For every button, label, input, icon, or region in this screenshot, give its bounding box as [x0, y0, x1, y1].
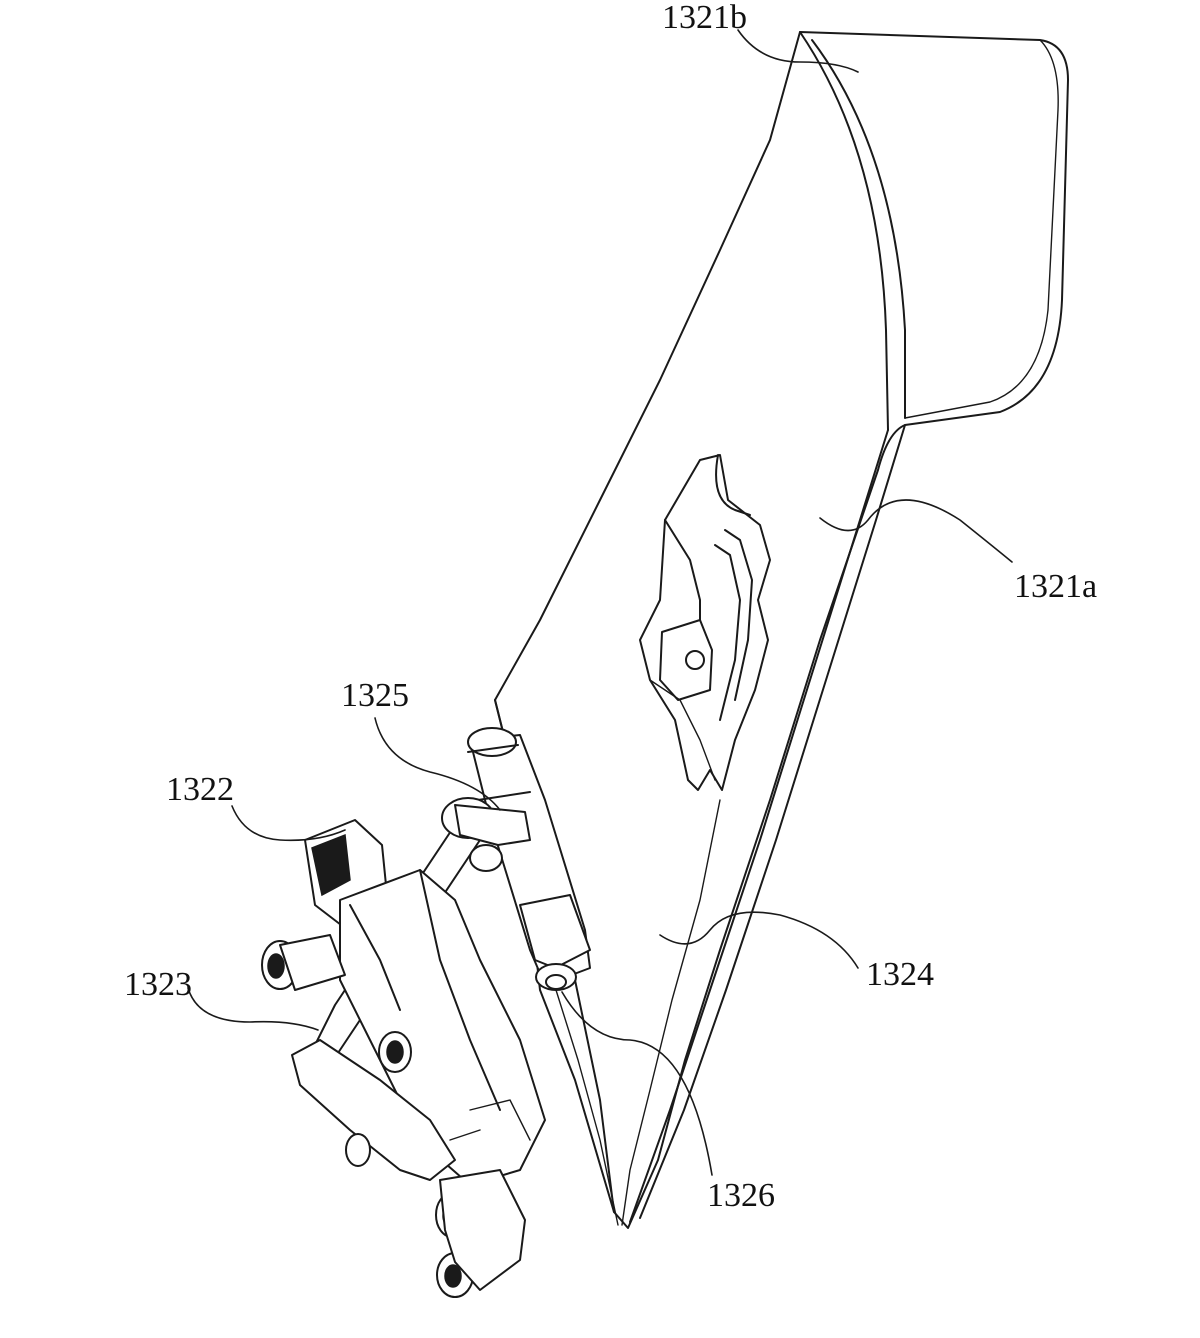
shaft-collar	[519, 894, 591, 969]
boss-2	[345, 1133, 371, 1167]
mounting-plate	[291, 1039, 456, 1181]
label-1324: 1324	[866, 956, 934, 993]
motor-detail-1	[419, 869, 501, 1111]
blade-outline	[494, 31, 1069, 1229]
leader-1326	[561, 991, 713, 1176]
connector-face	[311, 833, 351, 897]
label-1326: 1326	[707, 1177, 775, 1214]
motor-body	[339, 869, 546, 1186]
boss-1-hole	[267, 953, 285, 979]
shaft-end-bore	[545, 974, 567, 990]
blade-inner-edge	[621, 799, 721, 1226]
link-clevis	[454, 804, 531, 846]
bracket-rib-3	[649, 679, 716, 781]
label-1322: 1322	[166, 771, 234, 808]
leader-1323	[187, 987, 319, 1031]
leader-1321b	[737, 29, 859, 73]
boss-4-hole	[444, 1264, 462, 1288]
bracket-mechanism	[639, 454, 771, 791]
motor-detail-3	[449, 1099, 531, 1141]
leader-1324	[659, 911, 859, 969]
blade-edge-1	[629, 429, 889, 1223]
leader-1321a	[819, 499, 1013, 563]
bracket-rib-1	[724, 529, 753, 701]
blade-rim-inner	[799, 31, 889, 431]
hinge-shaft	[467, 727, 619, 1226]
leader-1325	[374, 717, 501, 811]
label-1321b: 1321b	[662, 0, 747, 36]
label-1323: 1323	[124, 966, 192, 1003]
pivot-pin-line	[555, 989, 619, 1226]
boss-1-arm	[279, 934, 346, 991]
bracket-rib-2	[714, 544, 741, 721]
bracket-hole	[685, 650, 705, 670]
shaft-upper-band	[467, 744, 531, 801]
blade-rim-outer	[811, 39, 906, 419]
leader-1322	[231, 805, 346, 842]
actuator-assembly	[261, 819, 546, 1298]
shaft-top-cap	[467, 727, 517, 757]
link-pin	[469, 844, 503, 872]
bracket-arm-1	[715, 454, 751, 516]
leader-lines	[187, 29, 1013, 1176]
reference-labels: 1321b 1321a 1325 1322 1323 1324 1326	[124, 0, 1097, 1214]
label-1325: 1325	[341, 677, 409, 714]
label-1321a: 1321a	[1014, 568, 1097, 605]
lower-bracket	[439, 1169, 526, 1291]
gear-hub-center	[386, 1040, 404, 1064]
motor-detail-2	[349, 904, 401, 1011]
blade-edge-2	[639, 424, 906, 1219]
blade-top-face	[904, 39, 1059, 419]
blade-panel	[494, 31, 1069, 1229]
